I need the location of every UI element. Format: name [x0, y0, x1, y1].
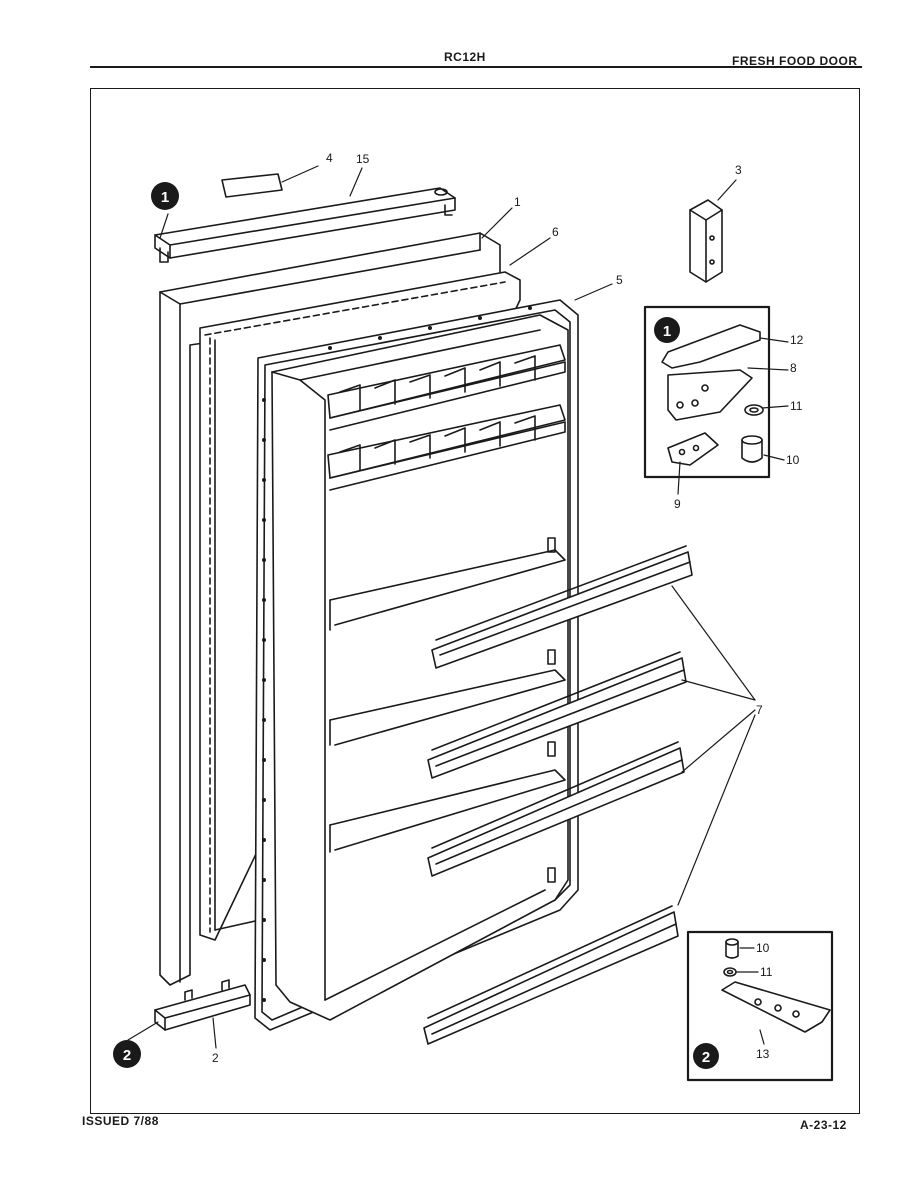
page-code: A-23-12: [800, 1118, 847, 1132]
label-part-4: 4: [326, 151, 333, 165]
leader-lines: [127, 165, 789, 1049]
part-labels: 4 15 1 6 5 3 12 8 11 10 9 7 2 10 11 13: [212, 151, 804, 1065]
svg-text:1: 1: [663, 323, 671, 340]
label-part-11-inset: 11: [760, 965, 773, 979]
part-7-door-bars: [423, 545, 693, 1045]
issued-date: ISSUED 7/88: [82, 1114, 159, 1128]
label-part-8: 8: [790, 361, 797, 375]
door-bar: [431, 545, 693, 669]
diagram-frame: [90, 88, 860, 1114]
label-part-9: 9: [674, 497, 681, 511]
label-part-13: 13: [756, 1047, 770, 1061]
label-part-11: 11: [790, 399, 803, 413]
svg-text:2: 2: [123, 1047, 131, 1064]
callout-badge-1-inset: 1: [654, 317, 680, 343]
inset-bottom-hinge: [686, 930, 834, 1082]
label-part-12: 12: [790, 333, 804, 347]
label-part-10-inset: 10: [756, 941, 770, 955]
callout-badge-2-inset: 2: [693, 1043, 719, 1069]
label-part-6: 6: [552, 225, 559, 239]
part-15-top-cover: [154, 187, 456, 263]
label-part-1: 1: [514, 195, 521, 209]
label-part-15: 15: [356, 152, 370, 166]
door-bar: [427, 741, 685, 877]
door-bar: [423, 905, 679, 1045]
label-part-3: 3: [735, 163, 742, 177]
callout-badge-1: 1: [151, 182, 179, 210]
part-4-tag: [221, 173, 283, 198]
label-part-10: 10: [786, 453, 800, 467]
inset-top-hinge: [643, 305, 771, 479]
door-bar: [427, 651, 687, 779]
part-2-bottom-cover: [154, 979, 251, 1031]
model-number: RC12H: [444, 50, 486, 64]
svg-text:1: 1: [161, 189, 169, 206]
inner-door-liner: [262, 306, 569, 1021]
callout-badge-2: 2: [113, 1040, 141, 1068]
section-title: FRESH FOOD DOOR: [732, 54, 858, 68]
header-rule: [90, 66, 862, 68]
label-part-5: 5: [616, 273, 623, 287]
svg-text:2: 2: [702, 1049, 710, 1066]
label-part-2: 2: [212, 1051, 219, 1065]
label-part-7: 7: [756, 703, 763, 717]
part-3-bracket: [689, 199, 723, 283]
part-1-outer-door: [159, 232, 501, 986]
